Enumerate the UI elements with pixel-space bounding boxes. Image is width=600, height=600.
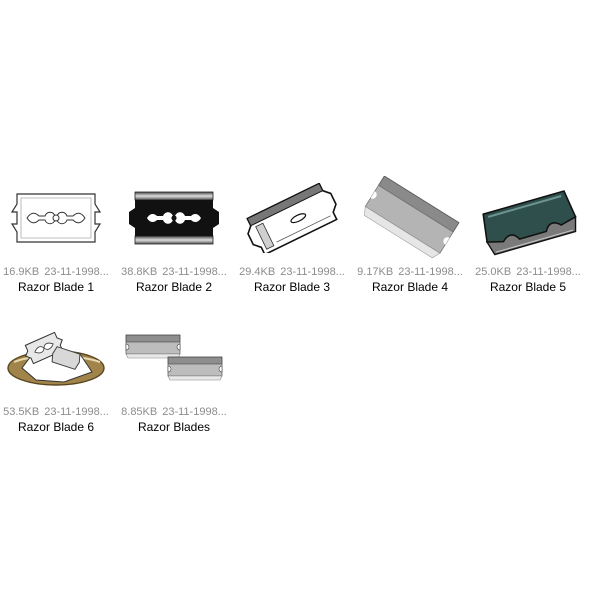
- file-item-razor-blade-1[interactable]: 16.9KB 23-11-1998... Razor Blade 1: [0, 176, 115, 306]
- thumbnail[interactable]: [352, 176, 468, 260]
- thumbnail[interactable]: [0, 316, 114, 400]
- thumbnail[interactable]: [0, 176, 114, 260]
- thumbnail[interactable]: [116, 316, 232, 400]
- file-size: 29.4KB: [239, 266, 276, 278]
- file-item-razor-blade-5[interactable]: 25.0KB 23-11-1998... Razor Blade 5: [469, 176, 587, 306]
- file-date: 23-11-1998...: [516, 266, 581, 278]
- single-edge-blade-icon: [364, 176, 460, 259]
- file-name: Razor Blade 1: [17, 280, 95, 294]
- file-date: 23-11-1998...: [280, 266, 345, 278]
- file-item-razor-blade-3[interactable]: 29.4KB 23-11-1998... Razor Blade 3: [233, 176, 351, 306]
- file-date: 23-11-1998...: [162, 266, 227, 278]
- file-meta: 8.85KB 23-11-1998...: [115, 406, 233, 419]
- file-meta: 16.9KB 23-11-1998...: [0, 266, 115, 279]
- blade-in-box-icon: [7, 331, 105, 386]
- file-name: Razor Blade 3: [253, 280, 331, 294]
- file-name: Razor Blades: [137, 420, 211, 434]
- file-item-razor-blade-4[interactable]: 9.17KB 23-11-1998... Razor Blade 4: [351, 176, 469, 306]
- file-meta: 38.8KB 23-11-1998...: [115, 266, 233, 279]
- file-meta: 53.5KB 23-11-1998...: [0, 406, 115, 419]
- file-name: Razor Blade 5: [489, 280, 567, 294]
- thumbnail[interactable]: [470, 176, 586, 260]
- thumbnail[interactable]: [234, 176, 350, 260]
- file-meta: 25.0KB 23-11-1998...: [469, 266, 587, 279]
- file-date: 23-11-1998...: [44, 266, 109, 278]
- utility-blade-teal-icon: [482, 190, 577, 256]
- file-item-razor-blade-6[interactable]: 53.5KB 23-11-1998... Razor Blade 6: [0, 316, 115, 446]
- file-size: 16.9KB: [3, 266, 40, 278]
- file-name: Razor Blade 6: [17, 420, 95, 434]
- file-size: 38.8KB: [121, 266, 158, 278]
- two-razor-blades-icon: [125, 334, 223, 381]
- file-size: 25.0KB: [475, 266, 512, 278]
- file-item-razor-blades[interactable]: 8.85KB 23-11-1998... Razor Blades: [115, 316, 233, 446]
- razor-blade-outline-icon: [11, 193, 101, 243]
- razor-blade-tilted-icon: [246, 183, 338, 253]
- file-size: 8.85KB: [121, 406, 158, 418]
- file-size: 9.17KB: [357, 266, 394, 278]
- file-meta: 29.4KB 23-11-1998...: [233, 266, 351, 279]
- file-date: 23-11-1998...: [398, 266, 463, 278]
- file-date: 23-11-1998...: [44, 406, 109, 418]
- thumbnail[interactable]: [116, 176, 232, 260]
- file-name: Razor Blade 4: [371, 280, 449, 294]
- file-date: 23-11-1998...: [162, 406, 227, 418]
- file-name: Razor Blade 2: [135, 280, 213, 294]
- razor-blade-black-icon: [129, 191, 219, 245]
- file-item-razor-blade-2[interactable]: 38.8KB 23-11-1998... Razor Blade 2: [115, 176, 233, 306]
- file-size: 53.5KB: [3, 406, 40, 418]
- file-meta: 9.17KB 23-11-1998...: [351, 266, 469, 279]
